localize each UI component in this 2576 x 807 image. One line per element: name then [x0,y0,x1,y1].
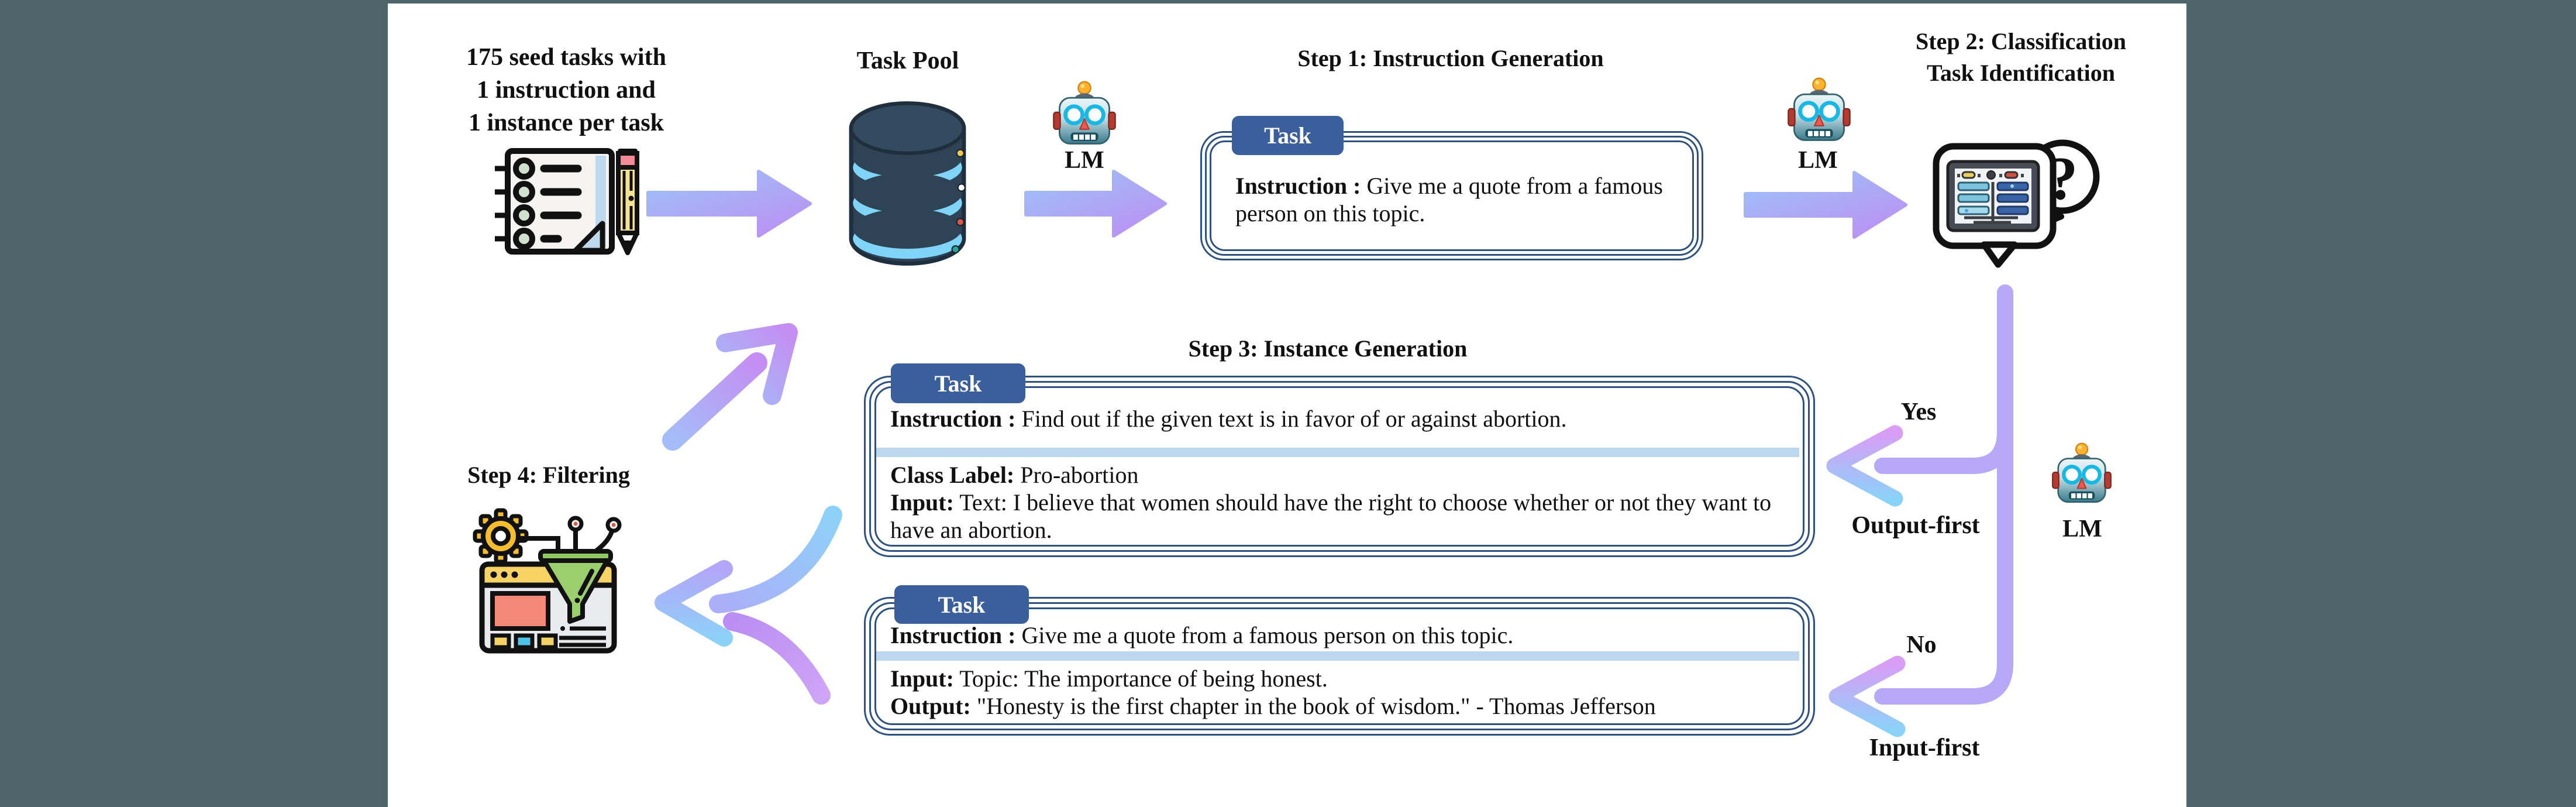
lm-label-1: LM [1065,147,1104,174]
filtering-browser-icon [473,508,622,654]
step2-title: Step 2: Classification Task Identificati… [1916,28,2126,86]
card-divider [876,651,1799,661]
lm-robot-icon [1788,77,1851,141]
classification-bubble-icon: ? [1933,139,2100,268]
branch-input-first-label: Input-first [1869,734,1980,761]
lm-label-3: LM [2062,516,2102,542]
step1-title: Step 1: Instruction Generation [1297,45,1604,71]
branch-yes-label: Yes [1900,399,1937,425]
seed-tasks-title: 175 seed tasks with 1 instruction and 1 … [466,44,666,136]
step3-title: Step 3: Instance Generation [1188,335,1468,362]
card-divider [876,448,1799,457]
step3-generation-card-tab: Task [894,585,1029,624]
lm-robot-icon [2052,442,2112,503]
step1-card [1210,140,1694,251]
step3-generation-card [874,607,1804,725]
step1-card-tab: Task [1232,116,1344,155]
task-pool-database-icon [849,101,966,266]
step1-card-text: Instruction : Give me a quote from a fam… [1235,173,1663,227]
task-pool-title: Task Pool [856,47,959,74]
step3-classification-card-tab: Task [891,363,1025,403]
step3-classification-instruction: Instruction : Find out if the given text… [890,406,1567,432]
step3-generation-instruction: Instruction : Give me a quote from a fam… [890,622,1514,648]
lm-label-2: LM [1798,147,1838,174]
step3-classification-card [874,386,1804,547]
step3-classification-instance: Class Label: Pro-abortion Input: Text: I… [890,462,1772,544]
branch-no-label: No [1906,631,1937,658]
step3-generation-instance: Input: Topic: The importance of being ho… [890,665,1656,720]
step4-title: Step 4: Filtering [467,462,630,488]
seed-notepad-icon [495,148,639,255]
branch-output-first-label: Output-first [1851,512,1980,539]
lm-robot-icon [1053,81,1116,145]
